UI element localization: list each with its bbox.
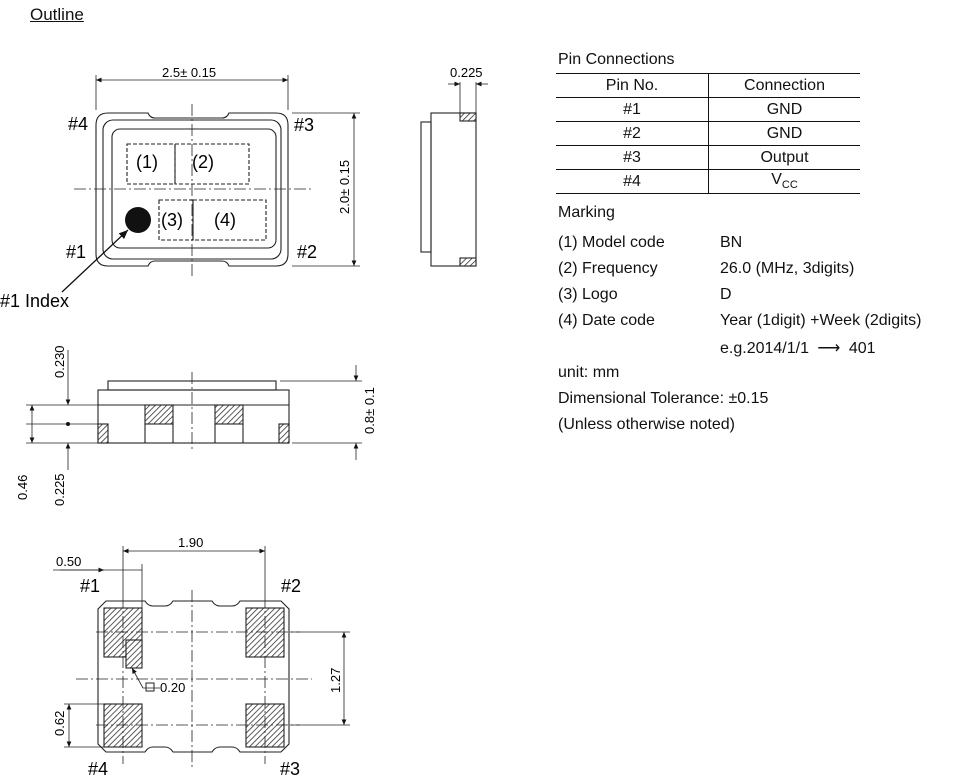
marking-key: (1) Model code [558, 234, 665, 251]
front-dim-0225: 0.225 [52, 473, 67, 506]
table-row: #2 GND [556, 121, 860, 146]
side-view [420, 81, 488, 267]
vcc-sub: CC [781, 179, 798, 192]
table-row: #4 VCC [556, 169, 861, 194]
marking-row: (3) Logo D [558, 286, 957, 308]
side-thickness-dimension: 0.225 [450, 65, 483, 80]
bottom-view [53, 546, 350, 768]
unit-note: unit: mm [558, 364, 620, 381]
table-row: #3 Output [556, 145, 860, 170]
bottom-dim-190: 1.90 [178, 535, 203, 550]
marking-key: (4) Date code [558, 312, 655, 329]
vcc-main: V [771, 171, 782, 189]
unless-note: (Unless otherwise noted) [558, 416, 735, 433]
front-dim-0230: 0.230 [52, 345, 67, 378]
bottom-dim-127: 1.27 [328, 668, 343, 693]
top-pin-1-label: #1 [66, 242, 86, 262]
package-outline [95, 112, 289, 267]
field-2-label: (2) [192, 152, 214, 172]
bottom-dim-050: 0.50 [56, 554, 81, 569]
bottom-outline [97, 600, 290, 753]
marking-row: (4) Date code Year (1digit) +Week (2digi… [558, 312, 957, 334]
marking-value: BN [720, 234, 743, 251]
arrow-icon: ⟶ [817, 340, 841, 357]
connection-cell: GND [766, 124, 803, 142]
header-connection: Connection [744, 76, 825, 94]
pin-cell: #1 [556, 97, 709, 122]
pin1-index-dot [125, 207, 151, 233]
pin-cell: #2 [556, 121, 709, 146]
example-value: 401 [848, 340, 876, 357]
field-3-label: (3) [161, 210, 183, 230]
marking-value: 26.0 (MHz, 3digits) [720, 260, 855, 277]
height-dimension: 2.0± 0.15 [337, 160, 352, 214]
top-pin-2-label: #2 [297, 242, 317, 262]
field-1-label: (1) [136, 152, 158, 172]
pin-cell: #3 [556, 145, 709, 170]
index-label: #1 Index [0, 291, 69, 311]
example-prefix: e.g.2014/1/1 [720, 340, 809, 357]
table-row: #1 GND [556, 97, 860, 122]
tolerance-note: Dimensional Tolerance: ±0.15 [558, 390, 769, 407]
bottom-dim-062: 0.62 [52, 711, 67, 736]
index-leader [61, 229, 129, 293]
front-dim-046: 0.46 [15, 475, 30, 500]
marking-key: (3) Logo [558, 286, 618, 303]
marking-row: (1) Model code BN [558, 234, 957, 256]
width-dimension: 2.5± 0.15 [162, 65, 216, 80]
marking-title: Marking [558, 204, 615, 221]
front-dim-height: 0.8± 0.1 [362, 387, 377, 434]
connection-cell: GND [766, 100, 803, 118]
top-view [74, 75, 360, 276]
bottom-pin-1-label: #1 [80, 576, 100, 596]
top-pin-3-label: #3 [294, 115, 314, 135]
top-pin-4-label: #4 [68, 114, 88, 134]
header-pin-no: Pin No. [556, 73, 709, 98]
bottom-pin-4-label: #4 [88, 759, 108, 779]
marking-example-row: e.g.2014/1/1 ⟶ 401 [558, 338, 957, 360]
pin-connections-table: Pin No. Connection #1 GND #2 GND #3 Outp… [556, 73, 860, 194]
bottom-pin-2-label: #2 [281, 576, 301, 596]
field-4-box [192, 199, 267, 241]
connection-cell: Output [760, 148, 809, 166]
marking-value: Year (1digit) +Week (2digits) [720, 312, 922, 329]
marking-key: (2) Frequency [558, 260, 658, 277]
pin-connections-title: Pin Connections [558, 51, 675, 68]
page-title: Outline [30, 5, 84, 24]
bottom-pin-3-label: #3 [280, 759, 300, 779]
table-header-row: Pin No. Connection [556, 73, 860, 98]
marking-row: (2) Frequency 26.0 (MHz, 3digits) [558, 260, 957, 282]
front-view [26, 350, 362, 470]
bottom-dim-020: 0.20 [160, 680, 185, 695]
field-2-box [174, 143, 250, 185]
field-4-label: (4) [214, 210, 236, 230]
marking-value: D [720, 286, 732, 303]
connection-cell: VCC [709, 170, 861, 194]
pin-cell: #4 [556, 169, 709, 194]
